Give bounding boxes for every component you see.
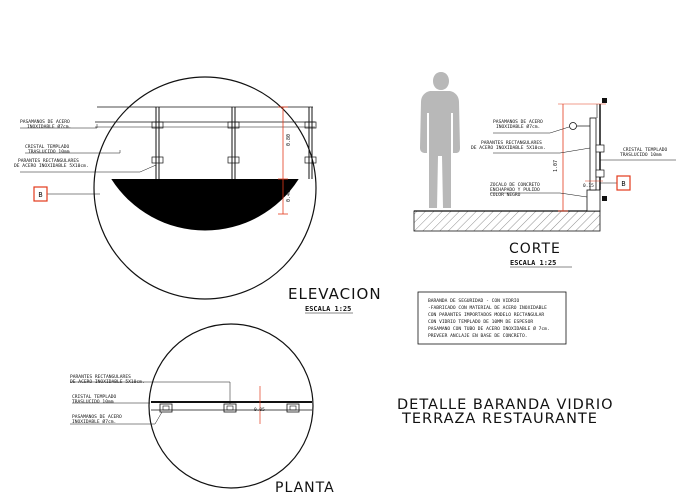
elevation-leader	[20, 124, 98, 129]
spec-note-line: CON PARANTES IMPORTADOS MODELO RECTANGUL…	[428, 312, 544, 318]
elevation-circle	[93, 76, 317, 300]
section-marker	[602, 196, 607, 201]
section-post	[589, 117, 597, 191]
spec-notes: BARANDA DE SEGURIDAD - CON VIDRIO -FABRI…	[417, 291, 567, 345]
main-title-line-1: DETALLE BARANDA VIDRIO	[397, 397, 614, 413]
plan-leader	[70, 411, 163, 425]
elevation-dim-label: 0.80	[286, 134, 292, 146]
section-dim-label: 1.07	[553, 160, 559, 172]
plan-post	[159, 403, 173, 413]
section-slab	[413, 210, 601, 232]
spec-note-line: PASAMANO CON TUBO DE ACERO INOXIDABLE Ø …	[428, 325, 550, 332]
section-scale: ESCALA 1:25	[510, 259, 556, 267]
section-marker	[602, 98, 607, 103]
section-dim-label: 0.15	[583, 183, 594, 189]
elevation-tag-box	[33, 186, 48, 202]
plan-leader	[70, 381, 231, 404]
elevation-post	[304, 107, 317, 179]
elevation-leader	[25, 150, 121, 154]
elevation-post	[227, 107, 240, 179]
spec-notes-box	[417, 291, 567, 345]
elevation-dim-label: 0.40	[286, 190, 292, 202]
plan-post	[286, 403, 300, 413]
human-silhouette	[420, 72, 460, 208]
section-base	[586, 189, 601, 212]
spec-note-line: PREVEER ANCLAJE EN BASE DE CONCRETO.	[428, 333, 528, 339]
section-tag: B	[621, 180, 625, 188]
elevation-dimension: 0.80 0.40	[278, 106, 292, 215]
section-handrail	[569, 122, 577, 130]
section-dimension: 1.07 0.15	[553, 103, 606, 212]
spec-note-line: CON VIDRIO TEMPLADO DE 10MM DE ESPESOR	[428, 319, 533, 325]
elevation-tag: B	[38, 191, 42, 199]
elevation-post	[151, 107, 164, 179]
elevation-title: ELEVACION	[288, 285, 382, 303]
plan-post	[223, 403, 237, 413]
main-title-line-2: TERRAZA RESTAURANTE	[401, 411, 598, 427]
section-title: CORTE	[509, 241, 561, 257]
plan-title: PLANTA	[275, 480, 335, 494]
section-leader	[490, 192, 588, 198]
plan-circle	[148, 323, 314, 489]
section-tag-box	[616, 175, 631, 191]
section-leader	[493, 147, 591, 154]
section-leader	[493, 126, 570, 134]
elevation-leader	[20, 164, 157, 173]
spec-note-line: -FABRICADO CON MATERIAL DE ACERO INOXIDA…	[428, 305, 547, 311]
plan-dim-label: 0.05	[254, 407, 265, 413]
spec-note-line: BARANDA DE SEGURIDAD - CON VIDRIO	[428, 298, 520, 304]
elevation-floor-fill	[111, 179, 299, 231]
elevation-scale: ESCALA 1:25	[305, 305, 351, 313]
